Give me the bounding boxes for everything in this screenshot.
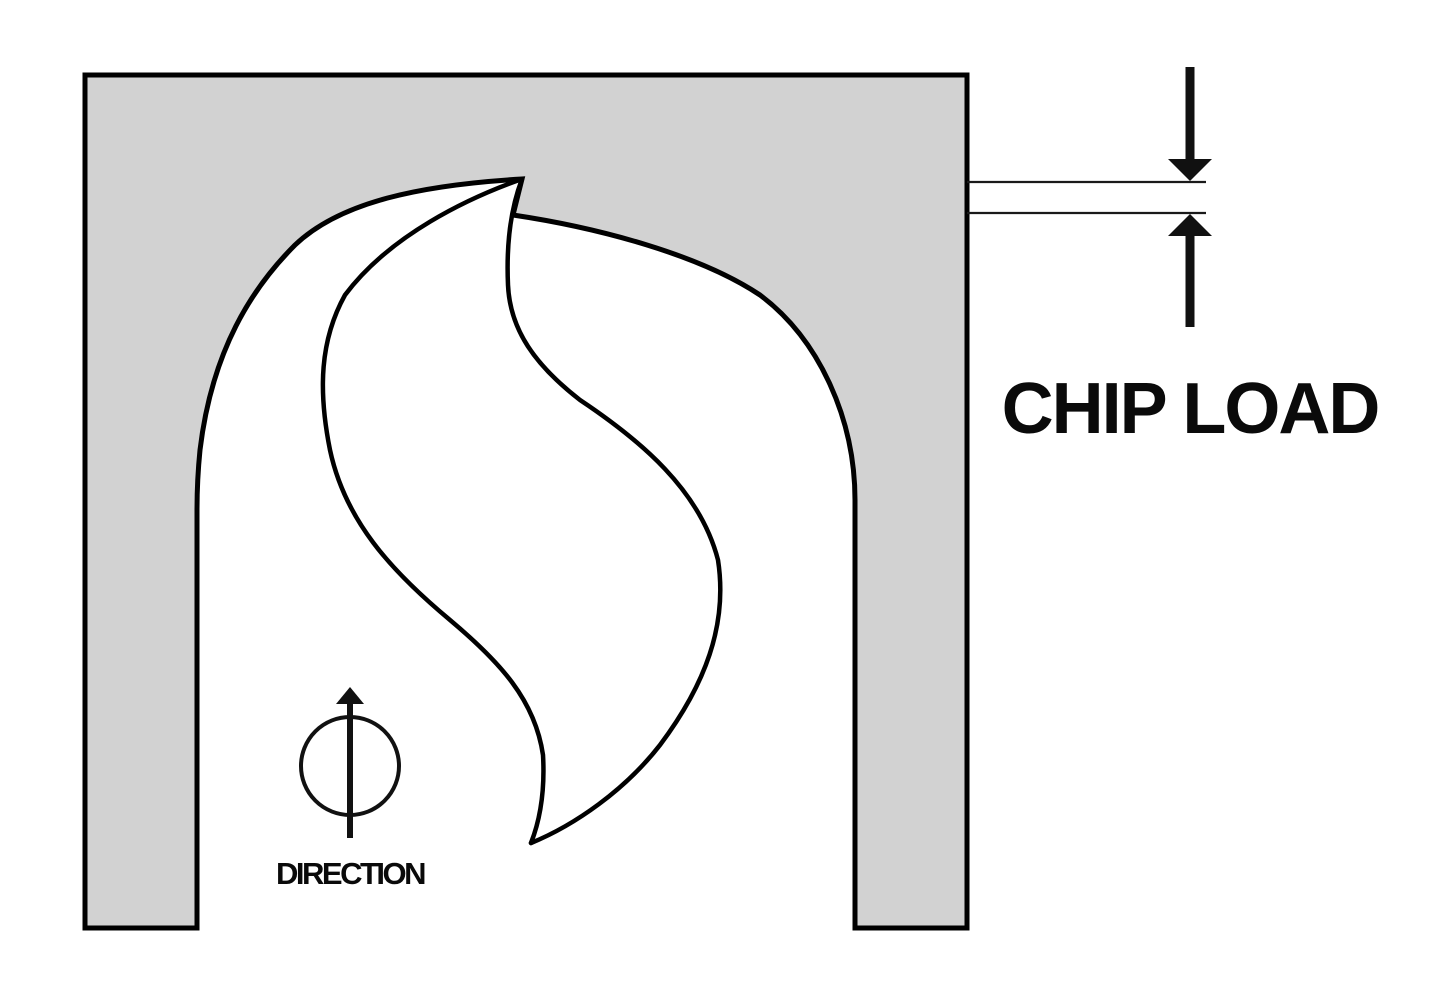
- direction-arrow-head-icon: [336, 687, 364, 704]
- chip-load-label: CHIP LOAD: [1002, 369, 1379, 449]
- direction-indicator: [299, 687, 401, 838]
- chip-load-down-arrow: [1168, 67, 1212, 181]
- chip-right-edge-curve: [505, 176, 723, 846]
- chip-left-edge-curve: [320, 176, 546, 846]
- direction-label: DIRECTION: [276, 856, 425, 891]
- chip-load-up-arrow: [1168, 214, 1212, 327]
- down-arrow-head-icon: [1168, 159, 1212, 181]
- up-arrow-head-icon: [1168, 214, 1212, 236]
- workpiece-block: [82, 72, 970, 931]
